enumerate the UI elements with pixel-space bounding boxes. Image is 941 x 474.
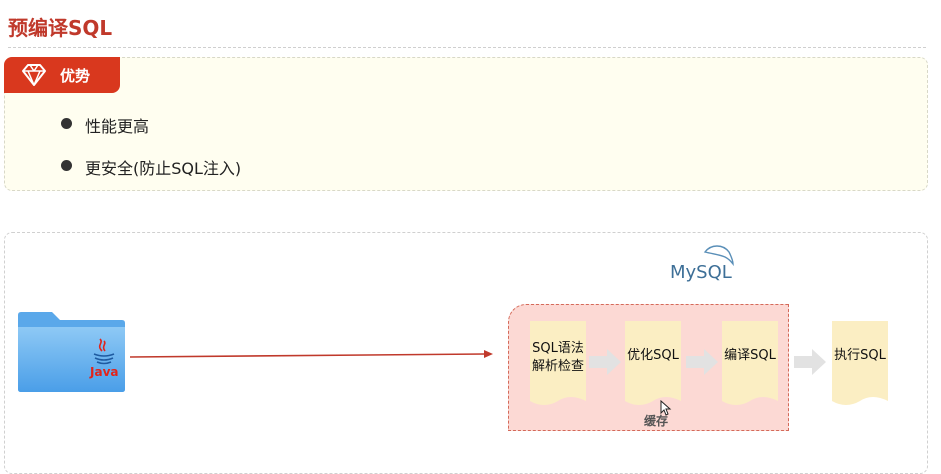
java-folder-icon bbox=[18, 312, 125, 392]
mouse-cursor-icon bbox=[660, 400, 672, 416]
advantage-item-performance: 性能更高 bbox=[85, 117, 150, 136]
bullet-dot bbox=[61, 160, 72, 171]
bullet-dot bbox=[61, 118, 72, 129]
request-arrow bbox=[130, 350, 493, 358]
advantages-panel bbox=[4, 57, 928, 191]
optimize-document bbox=[625, 321, 681, 405]
parse-step-label: SQL语法 解析检查 bbox=[531, 341, 584, 374]
advantage-item-security: 更安全(防止SQL注入) bbox=[85, 159, 242, 178]
execute-document bbox=[832, 321, 888, 405]
compile-document bbox=[722, 321, 778, 405]
page-title: 预编译SQL bbox=[8, 16, 113, 40]
java-label: Java bbox=[90, 365, 119, 379]
step-arrow bbox=[589, 349, 621, 375]
step-arrow bbox=[794, 349, 826, 375]
diamond-icon bbox=[22, 64, 46, 86]
title-divider bbox=[8, 47, 926, 48]
advantages-tag-label: 优势 bbox=[60, 67, 91, 85]
parse-document bbox=[530, 321, 586, 405]
cache-label: 缓存 bbox=[644, 414, 669, 428]
execute-step-label: 执行SQL bbox=[834, 348, 886, 363]
step-arrow bbox=[686, 349, 718, 375]
mysql-logo-text: MySQL bbox=[670, 262, 732, 283]
advantages-tag: 优势 bbox=[4, 57, 120, 93]
optimize-step-label: 优化SQL bbox=[627, 348, 679, 363]
compile-step-label: 编译SQL bbox=[724, 348, 776, 363]
mysql-dolphin-icon bbox=[703, 245, 734, 267]
